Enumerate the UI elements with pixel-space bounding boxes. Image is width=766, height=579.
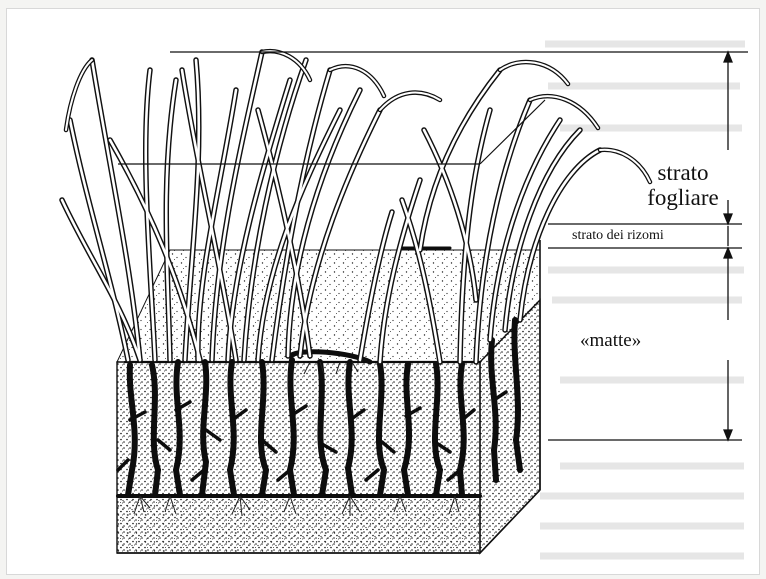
block-front-bottom-band: [117, 500, 480, 553]
label-leaf-layer-line2: fogliare: [628, 185, 738, 210]
label-leaf-layer-line1: strato: [628, 160, 738, 185]
label-rhizome-layer: strato dei rizomi: [572, 228, 664, 244]
label-matte: «matte»: [580, 330, 641, 352]
bleed-through-texture: [540, 44, 745, 556]
label-leaf-layer: strato fogliare: [628, 160, 738, 210]
